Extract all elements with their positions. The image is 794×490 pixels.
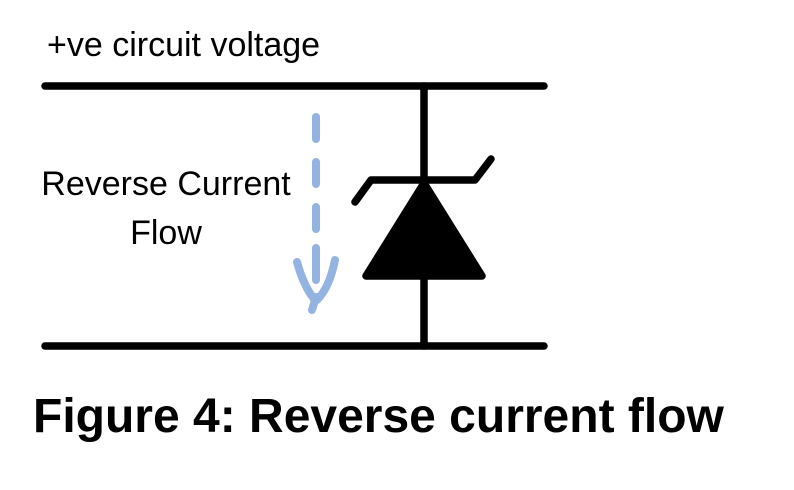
top-rail-label: +ve circuit voltage [47, 26, 321, 64]
arrow-head [293, 244, 339, 314]
reverse-current-label-line1: Reverse Current [41, 165, 291, 203]
circuit-lines [41, 82, 548, 350]
zener-diode-triangle-icon [362, 179, 486, 280]
figure-caption: Figure 4: Reverse current flow [33, 390, 724, 443]
reverse-current-label: Reverse Current Flow [30, 160, 302, 258]
reverse-current-label-line2: Flow [130, 214, 202, 252]
dashed-down-arrow-icon [293, 113, 339, 314]
